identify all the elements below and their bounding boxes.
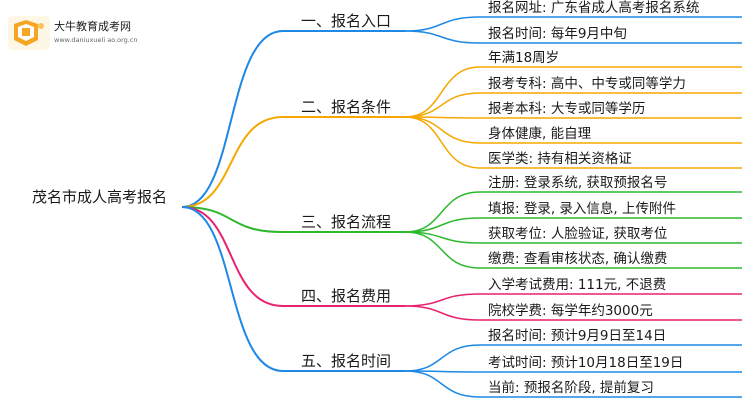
leaf-label: 报名网址: 广东省成人高考报名系统 (488, 0, 699, 16)
leaf-label: 缴费: 查看审核状态, 确认缴费 (488, 251, 667, 267)
branch-connector (181, 116, 284, 208)
leaf-connector (404, 231, 481, 269)
leaf-label: 报名时间: 预计9月9日至14日 (488, 328, 666, 344)
leaf-connector (404, 305, 481, 321)
book-shield-icon (8, 16, 50, 50)
leaf-label: 填报: 登录, 录入信息, 上传附件 (488, 200, 676, 217)
logo-title: 大牛教育成考网 (54, 19, 131, 33)
branch-connector (181, 30, 284, 208)
branch-label: 五、报名时间 (301, 352, 391, 370)
leaf-label: 入学考试费用: 111元, 不退费 (488, 277, 666, 293)
leaf-label: 医学类: 持有相关资格证 (488, 151, 632, 167)
branch-connector (181, 206, 284, 233)
leaf-label: 报名时间: 每年9月中旬 (488, 26, 627, 42)
leaf-label: 注册: 登录系统, 获取预报名号 (488, 175, 667, 191)
logo: 大牛教育成考网 www.daniuxueli ao.org.cn (8, 16, 138, 50)
leaf-connector (404, 370, 481, 398)
branch-connector (181, 206, 284, 372)
leaf-label: 当前: 预报名阶段, 提前复习 (488, 379, 654, 396)
leaf-connector (404, 30, 481, 44)
branch-label: 四、报名费用 (301, 287, 391, 305)
logo-url: www.daniuxueli ao.org.cn (54, 36, 138, 44)
leaf-connector (404, 66, 481, 118)
leaf-label: 考试时间: 预计10月18日至19日 (488, 355, 683, 371)
branch-label: 三、报名流程 (301, 213, 391, 231)
leaf-label: 获取考位: 人脸验证, 获取考位 (488, 226, 667, 242)
leaf-label: 院校学费: 每学年约3000元 (488, 302, 653, 319)
branch-label: 一、报名入口 (301, 12, 391, 30)
leaf-connector (404, 217, 481, 233)
leaf-connector (404, 116, 481, 144)
leaf-label: 年满18周岁 (488, 50, 559, 66)
leaf-connector (404, 92, 481, 118)
branch-connector (181, 206, 284, 307)
leaf-connector (404, 116, 481, 169)
edges (181, 16, 742, 398)
root-label: 茂名市成人高考报名 (32, 188, 167, 206)
leaf-connector (404, 344, 481, 372)
leaf-connector (404, 293, 481, 307)
leaf-label: 报考本科: 大专或同等学历 (488, 100, 645, 117)
leaf-connector (404, 191, 481, 233)
leaf-label: 身体健康, 能自理 (488, 125, 592, 142)
branch-label: 二、报名条件 (301, 98, 391, 116)
leaf-label: 报考专科: 高中、中专或同等学力 (488, 75, 686, 92)
leaf-connector (404, 16, 481, 32)
